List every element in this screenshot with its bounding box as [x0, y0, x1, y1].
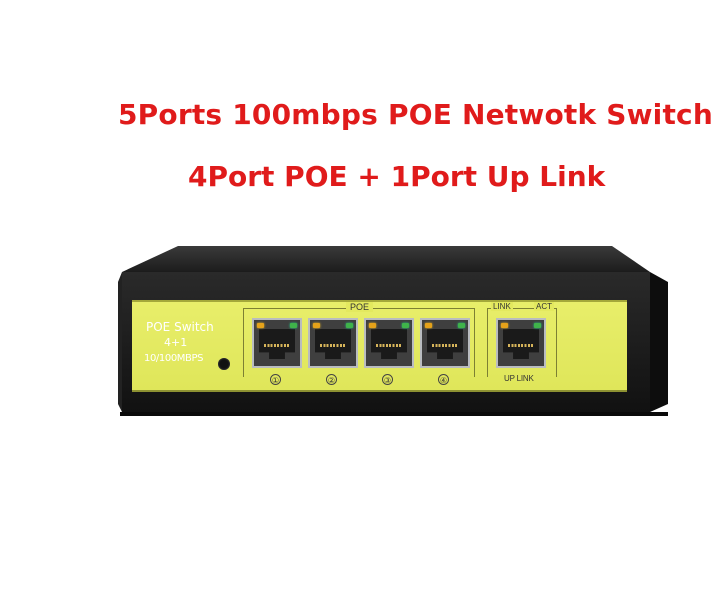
port-pins	[432, 344, 458, 347]
port-number-1: ①	[270, 374, 281, 385]
port-number-2: ②	[326, 374, 337, 385]
port-pins	[376, 344, 402, 347]
led-green	[534, 323, 541, 328]
poe-port-3[interactable]	[364, 318, 414, 368]
led-yellow	[257, 323, 264, 328]
uplink-label: UP LINK	[504, 374, 534, 383]
led-yellow	[501, 323, 508, 328]
poe-label: POE	[346, 302, 374, 312]
act-label: ACT	[534, 302, 554, 311]
uplink-group-frame	[487, 308, 557, 377]
port-config: 4+1	[164, 336, 188, 349]
brand-label: POE Switch 4+1 10/100MBPS	[140, 314, 232, 376]
led-yellow	[369, 323, 376, 328]
led-green	[402, 323, 409, 328]
title-line-2: 4Port POE + 1Port Up Link	[188, 160, 606, 193]
uplink-port[interactable]	[496, 318, 546, 368]
port-pins	[320, 344, 346, 347]
poe-port-2[interactable]	[308, 318, 358, 368]
brand-name: POE Switch	[146, 320, 214, 334]
port-pins	[508, 344, 534, 347]
poe-port-4[interactable]	[420, 318, 470, 368]
port-pins	[264, 344, 290, 347]
port-number-3: ③	[382, 374, 393, 385]
led-green	[346, 323, 353, 328]
switch-chassis	[118, 246, 668, 416]
led-green	[458, 323, 465, 328]
led-yellow	[425, 323, 432, 328]
led-green	[290, 323, 297, 328]
poe-port-1[interactable]	[252, 318, 302, 368]
port-number-4: ④	[438, 374, 449, 385]
speed-rating: 10/100MBPS	[144, 353, 204, 364]
reset-button[interactable]	[218, 358, 230, 370]
link-label: LINK	[491, 302, 513, 311]
led-yellow	[313, 323, 320, 328]
title-line-1: 5Ports 100mbps POE Netwotk Switch	[118, 98, 713, 131]
